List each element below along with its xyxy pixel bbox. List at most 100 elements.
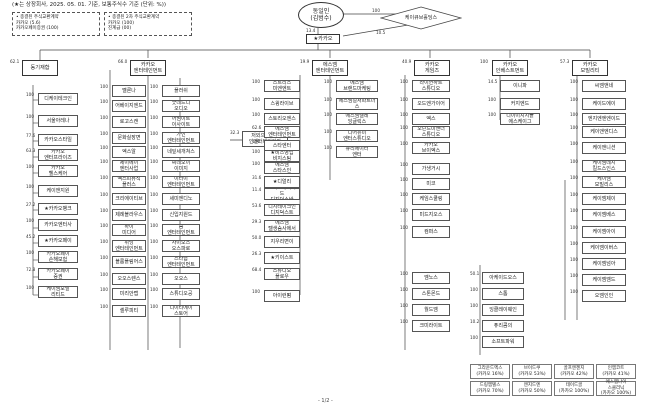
ownership-pct: 100 (150, 287, 158, 292)
company-node: 세미엔디노 (162, 193, 200, 205)
ownership-pct: 100 (150, 208, 158, 213)
company-node: 크리에이티브 (112, 193, 146, 205)
company-node: 멜론나 (112, 85, 146, 97)
company-node: 케이엠베스 (582, 209, 626, 221)
ownership-pct: 10.2 (470, 319, 480, 324)
ownership-pct: 100 (570, 159, 578, 164)
legend-left: • 종결된 주식교환계약 카카오 (5.6) 카카오페이증권 (100) (12, 12, 100, 36)
company-node: 어썸이트 이사이트 (162, 116, 200, 128)
ownership-pct: 100 (400, 208, 408, 213)
ownership-pct: 100 (400, 79, 408, 84)
company-node: 큐리에이터 엔터 (336, 146, 378, 158)
company-node: 케이엠아이 (582, 226, 626, 238)
ownership-pct: 100 (150, 239, 158, 244)
ownership-pct: 100 (252, 97, 260, 102)
company-node: 스톤몬드 (412, 288, 450, 300)
company-node: 에스엠 텔생숨사에서 (264, 220, 300, 232)
company-node: 스윙라이브 (264, 98, 300, 110)
company-node: 하이 미디어 (112, 224, 146, 236)
company-node: 카카오 엔터프라이즈 (38, 149, 78, 161)
ownership-pct: 100 (324, 79, 332, 84)
ownership-pct: 100 (570, 225, 578, 230)
ownership-pct: 100 (324, 129, 332, 134)
company-node: 잉클레이웨인 (482, 304, 524, 316)
ownership-pct: 100 (400, 112, 408, 117)
company-node: 이니파 (500, 80, 540, 92)
ownership-pct: 100 (26, 285, 34, 290)
company-node: 월드엠 (412, 304, 450, 316)
company-node: 숨 엔터테인먼트 (162, 224, 200, 236)
ownership-pct: 100 (570, 208, 578, 213)
company-node: 엠노스 (412, 272, 450, 284)
company-node: 크미라이트 (412, 320, 450, 332)
company-node: 케이엠제이 (582, 193, 626, 205)
ownership-pct: 100 (400, 177, 408, 182)
external-affiliate-box: 테이드골 (카카오 100%) (554, 381, 594, 396)
ownership-pct: 100 (100, 239, 108, 244)
ownership-pct: 100 (400, 303, 408, 308)
ownership-pct: 100 (100, 159, 108, 164)
company-node: ★디얼리 (264, 176, 300, 188)
edge-pct: 10.5 (376, 30, 386, 35)
company-node: 케이엠모빌 리티드 (38, 286, 78, 298)
ownership-pct: 100 (570, 273, 578, 278)
ownership-pct: 100 (570, 257, 578, 262)
company-node: 케이엠넘아 (582, 258, 626, 270)
ownership-pct: 100 (100, 145, 108, 150)
ownership-pct: 100 (150, 159, 158, 164)
company-node: 신입지원드 (162, 209, 200, 221)
ownership-pct: 50.0 (252, 235, 262, 240)
company-node: 케이앤엔디스 (582, 126, 626, 138)
company-node: 디케이테크인 (38, 93, 78, 105)
header-note: (★는 상장회사, 2025. 05. 01. 기준, 보통주식수 기준 (단위… (12, 2, 167, 8)
company-node: 엑스알 (112, 146, 146, 158)
company-node: ★디스케이이드 디지덕스바 (264, 188, 300, 200)
ownership-pct: 100 (150, 99, 158, 104)
edge-pct: 100 (372, 8, 380, 13)
ownership-pct: 100 (400, 271, 408, 276)
company-node: 블룸플림어스 (112, 256, 146, 268)
company-node: 오딘드미앤더 스튜디오 (412, 126, 450, 138)
ownership-pct: 62.1 (10, 59, 20, 64)
ownership-pct: 100 (100, 304, 108, 309)
ownership-pct: 100 (400, 125, 408, 130)
ownership-pct: 72.8 (26, 267, 36, 272)
ownership-pct: 100 (26, 250, 34, 255)
company-node: 카카오페이 손해보험 (38, 251, 78, 263)
company-node: 소프트파워 (482, 336, 524, 348)
ownership-pct: 66.0 (118, 59, 128, 64)
ownership-pct: 100 (400, 141, 408, 146)
ownership-pct: 100 (570, 175, 578, 180)
company-node: 카카오 브이엑스 (412, 142, 450, 154)
company-node: 에스엠 엔터테인먼트 (312, 60, 348, 76)
company-node: 카카오 인베스트먼트 (492, 60, 528, 76)
ownership-pct: 100 (400, 192, 408, 197)
ownership-pct: 100 (150, 255, 158, 260)
ownership-pct: 100 (488, 97, 496, 102)
ownership-pct: 100 (150, 131, 158, 136)
company-node: 컴퍼스 (412, 226, 450, 238)
page-number: - 1/2 - (318, 398, 333, 404)
company-node: 미드지오스 (412, 209, 450, 221)
company-node: 제이에이 엔터사업 (112, 160, 146, 172)
ownership-pct: 100 (100, 223, 108, 228)
ownership-pct: 40.9 (402, 59, 412, 64)
external-affiliate-box: 드링엠텔스 (카카오 70%) (470, 381, 510, 396)
ownership-pct: 100 (470, 303, 478, 308)
company-node: 네잎세개쳐스 (162, 146, 200, 158)
ownership-pct: 100 (26, 184, 34, 189)
ownership-pct: 29.3 (252, 219, 262, 224)
holding-diamond (380, 6, 462, 30)
ownership-pct: 27.2 (26, 202, 36, 207)
company-node: 엑스피뮤직 플러스 (112, 176, 146, 188)
ownership-pct: 100 (488, 112, 496, 117)
ownership-pct: 100 (400, 319, 408, 324)
company-node: 스타쉽 엔터테인먼트 (162, 256, 200, 268)
company-node: 스튜디오 플로우 (264, 268, 300, 280)
company-node: 씨엠앤네 (582, 80, 626, 92)
company-node: 가생거시 (412, 163, 450, 175)
company-node: ★비스영업 비지스팀 (264, 150, 300, 162)
ownership-pct: 100 (470, 335, 478, 340)
ownership-pct: 100 (252, 139, 260, 144)
